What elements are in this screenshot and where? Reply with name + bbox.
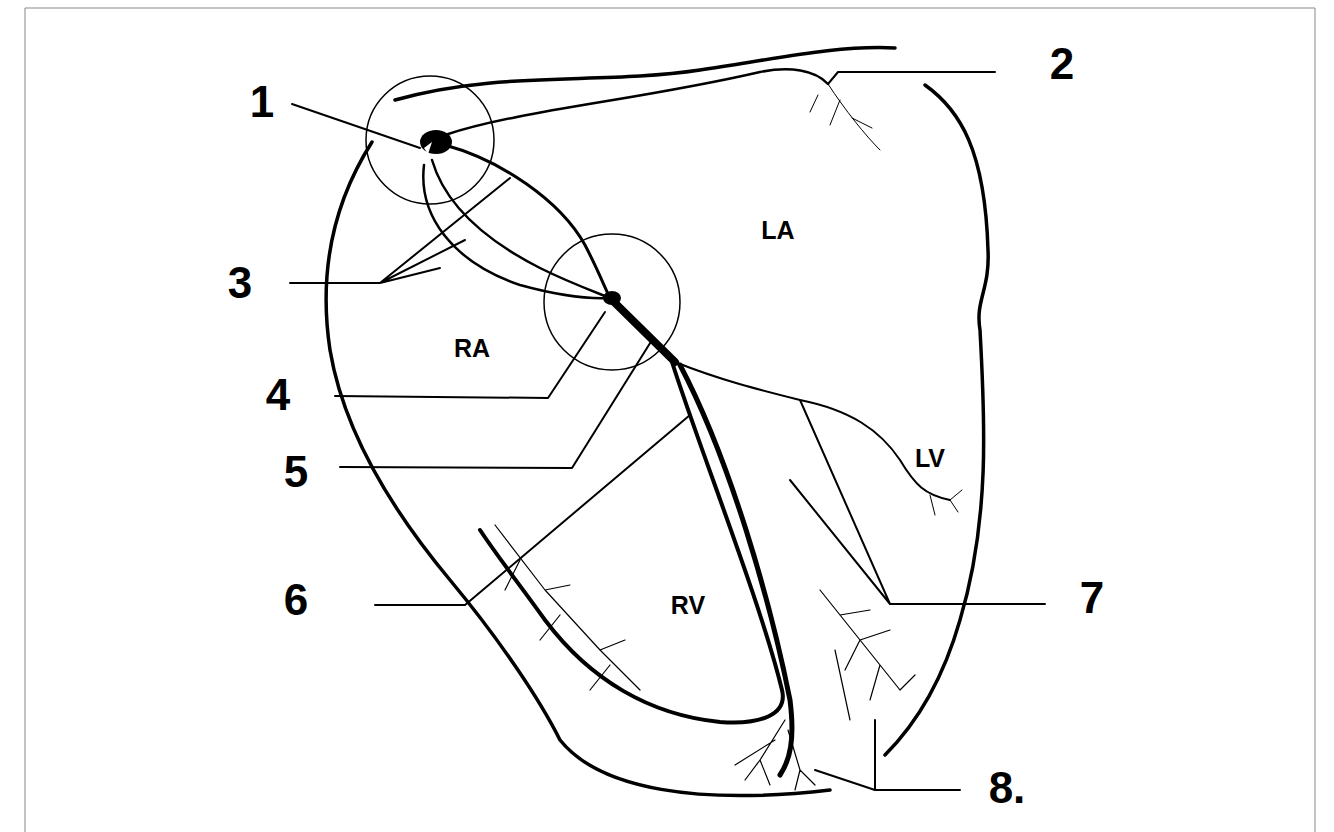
septal-branch (680, 365, 792, 775)
heart-outline (885, 85, 988, 755)
bachmann-branches (810, 84, 880, 150)
leader-line (292, 104, 420, 148)
internodal-tract (432, 160, 610, 298)
chamber-label: LA (761, 218, 794, 243)
right-bundle-branch (480, 362, 783, 723)
av-circle (544, 234, 680, 370)
left-bundle-branch (675, 362, 950, 500)
av-node (603, 291, 621, 305)
purkinje-fibers (930, 490, 962, 515)
callout-number: 8. (989, 766, 1026, 810)
callout-number: 7 (1080, 576, 1104, 620)
callout-number: 2 (1050, 42, 1074, 86)
purkinje-fibers (735, 720, 815, 790)
chamber-label: RA (454, 336, 490, 361)
chamber-label: RV (671, 593, 705, 618)
callout-number: 1 (250, 80, 274, 124)
sa-circle (366, 76, 494, 204)
sa-node (420, 130, 452, 154)
internodal-tract (423, 165, 610, 298)
callout-number: 3 (228, 261, 252, 305)
callout-number: 6 (284, 578, 308, 622)
leader-line (828, 72, 995, 84)
heart-outline (326, 142, 830, 796)
bachmann-bundle (445, 69, 828, 135)
leader-line (375, 415, 690, 605)
callout-number: 5 (284, 450, 308, 494)
sa-node-mark (424, 142, 432, 154)
chamber-label: LV (915, 446, 945, 471)
frame (25, 8, 1315, 832)
purkinje-fibers (820, 590, 915, 720)
leader-line (340, 340, 652, 468)
leader-line (790, 400, 1045, 604)
leader-line (815, 720, 960, 790)
callout-number: 4 (266, 373, 290, 417)
purkinje-fibers (495, 525, 640, 690)
leader-line (335, 312, 605, 398)
leader-line (290, 178, 510, 283)
heart-outline (395, 48, 895, 100)
